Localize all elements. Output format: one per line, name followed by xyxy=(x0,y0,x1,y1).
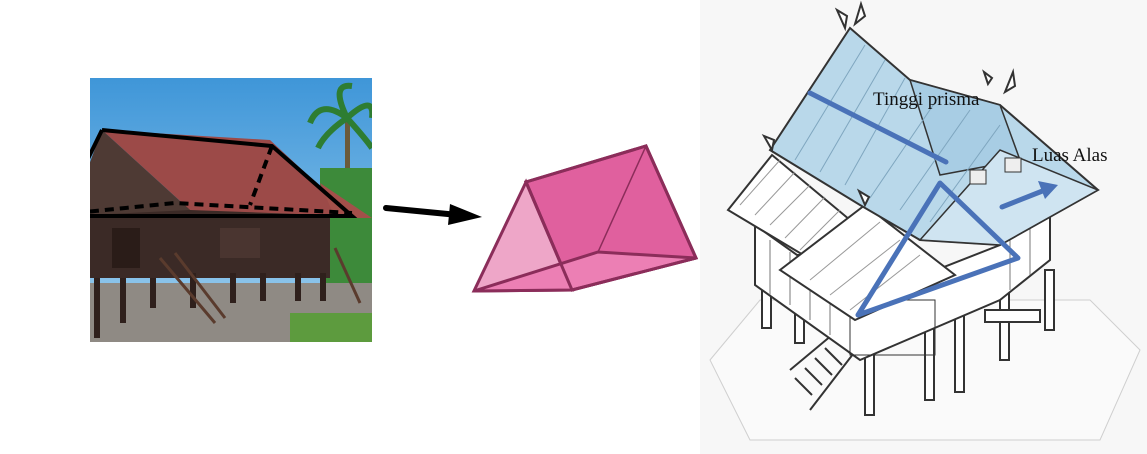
house-photo-illustration xyxy=(90,78,372,342)
house-stairs xyxy=(158,247,362,324)
front-lower-roof xyxy=(778,203,957,322)
house-roof xyxy=(102,130,352,216)
blue-roof-slats xyxy=(794,44,1001,223)
house-sketch xyxy=(700,0,1147,454)
base-triangle-annotation xyxy=(855,180,1021,318)
roof-vent xyxy=(969,169,987,185)
prism-hidden-edges xyxy=(473,145,647,292)
triangular-prism xyxy=(468,140,700,300)
grass xyxy=(290,313,372,342)
base-arrow-annotation xyxy=(999,181,1058,210)
prism-outline xyxy=(90,128,358,218)
base-area-label: Luas Alas xyxy=(1032,145,1108,166)
prism-height-label: Tinggi prisma xyxy=(873,89,980,110)
height-annotation xyxy=(807,90,949,165)
roof-finials xyxy=(761,0,1017,208)
house-stilts xyxy=(94,273,326,338)
right-arrow-icon xyxy=(380,195,490,235)
roof-slats xyxy=(739,159,921,311)
roof-vent xyxy=(1004,157,1022,173)
house-photo xyxy=(90,78,372,342)
